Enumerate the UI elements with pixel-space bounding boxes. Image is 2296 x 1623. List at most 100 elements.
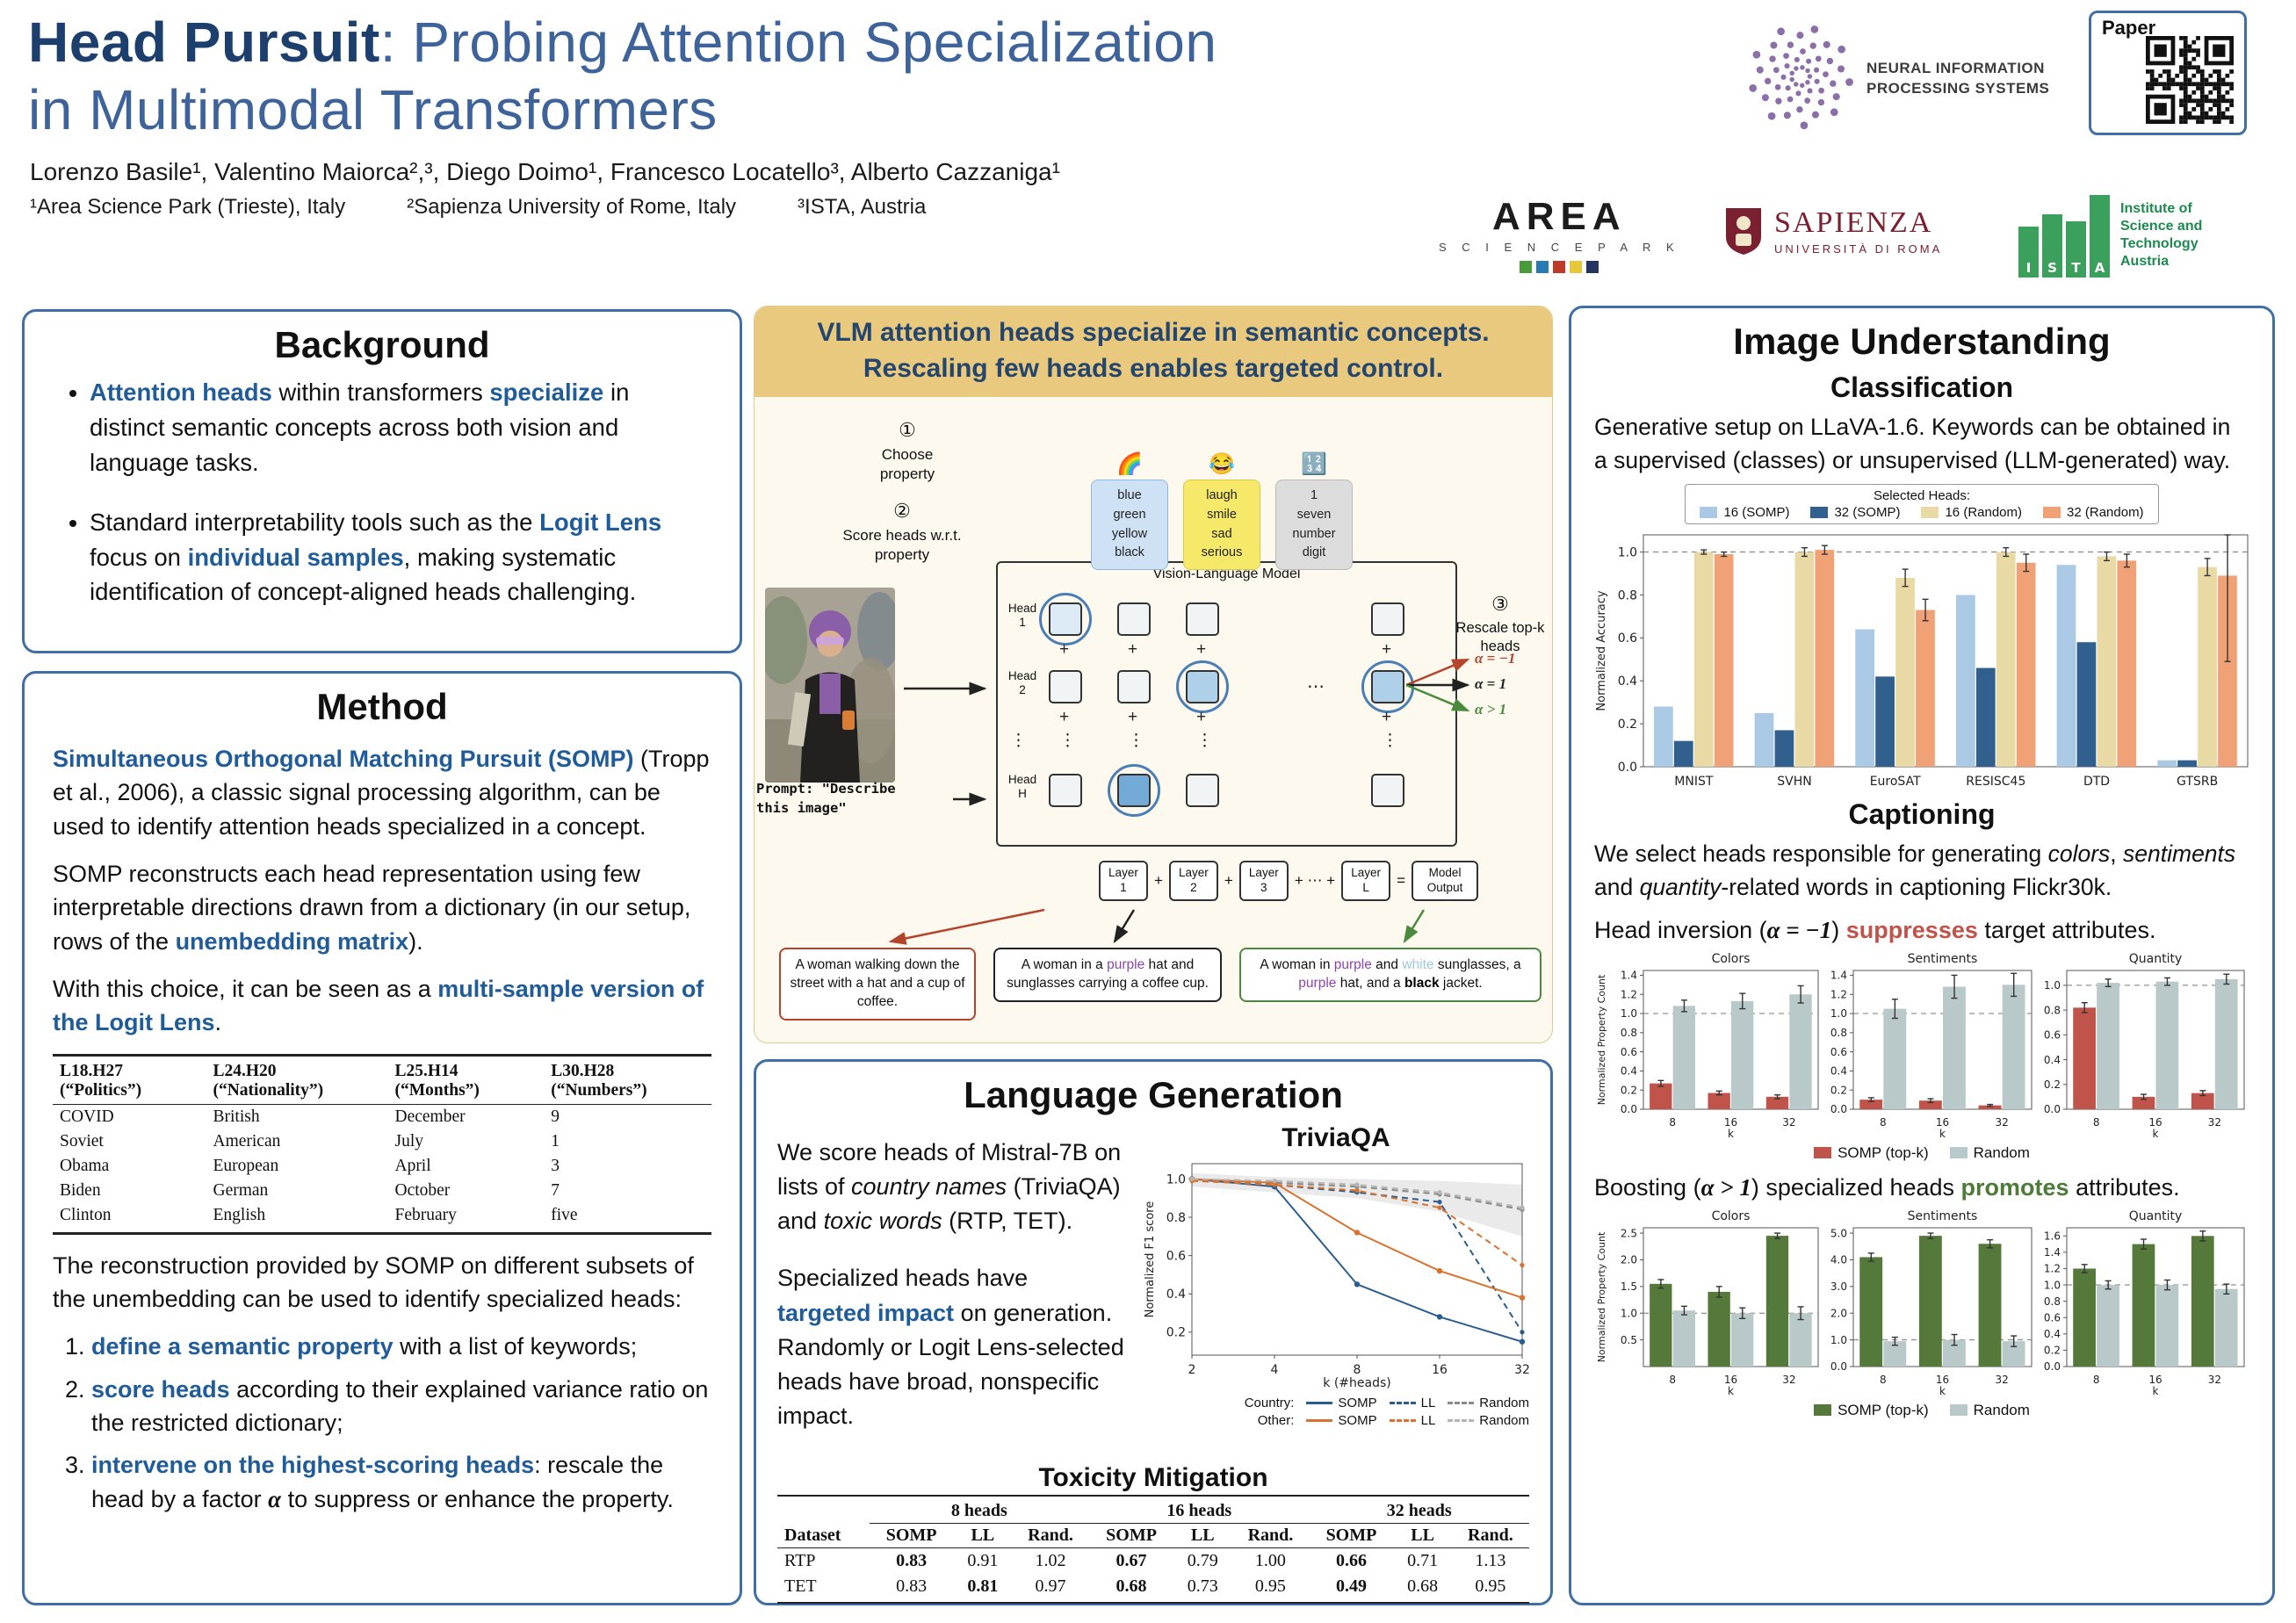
chart-text: k — [1728, 1385, 1734, 1397]
bar — [1918, 1100, 1942, 1109]
chart-text: 32 — [2208, 1374, 2221, 1386]
chart-text: k — [1939, 1385, 1946, 1397]
suppressed-caption-arrow — [888, 908, 1045, 945]
table-cell: April — [394, 1156, 431, 1175]
title-head-pursuit: Head Pursuit — [28, 11, 380, 74]
boosted-caption-arrow — [1403, 909, 1426, 944]
table-cell: 1.02 — [1035, 1551, 1066, 1571]
chart-text: 1.4 — [1830, 969, 1847, 981]
bar — [2076, 642, 2097, 768]
chart-text: 8 — [1669, 1374, 1676, 1386]
chart-text: 0.5 — [1621, 1333, 1637, 1345]
boost-legend: SOMP (top-k)Random — [1594, 1402, 2249, 1419]
chart-text: 0.6 — [1621, 1045, 1637, 1057]
bar — [1765, 1096, 1789, 1109]
layer-sep: + — [1153, 872, 1163, 889]
affiliations-line: ¹Area Science Park (Trieste), Italy ²Sap… — [30, 195, 926, 220]
chart-text: 8 — [1880, 1116, 1887, 1129]
chart-text: 0.4 — [1166, 1288, 1186, 1302]
bar — [1714, 554, 1734, 768]
table-cell: Obama — [60, 1156, 110, 1175]
classification-subtitle: Classification — [1830, 371, 2014, 403]
chart-text: Colors — [1712, 952, 1751, 966]
chart-text: 32 — [2208, 1116, 2221, 1129]
legend-item: SOMP (top-k) — [1814, 1402, 1929, 1419]
bar — [2002, 984, 2025, 1109]
qr-label: Paper — [2102, 17, 2156, 39]
legend-item: 32 (SOMP) — [1810, 505, 1900, 520]
bar — [1789, 1312, 1812, 1367]
step2-label: Score heads w.r.t. property — [842, 526, 962, 563]
method-section: Method Simultaneous Orthogonal Matching … — [22, 671, 742, 1605]
chart-text: S — [2047, 260, 2057, 276]
bar — [2155, 981, 2179, 1109]
overview-diagram-section: VLM attention heads specialize in semant… — [754, 306, 1553, 1043]
bar — [2097, 1284, 2119, 1367]
vlm-plus: + — [1382, 708, 1392, 726]
image-understanding-section: Image Understanding Classification Gener… — [1569, 306, 2275, 1605]
suppress-statement: Head inversion (α = −1) suppresses targe… — [1594, 916, 2156, 943]
card-word: black — [1115, 545, 1144, 560]
background-bullet-2: Standard interpretability tools such as … — [90, 505, 710, 610]
legend-label: LL — [1420, 1396, 1436, 1410]
background-bullet-1: Attention heads within transformers spec… — [90, 375, 710, 480]
bar — [2016, 563, 2036, 768]
chart-text: DTD — [2083, 775, 2110, 789]
step3-number-icon: ③ — [1491, 593, 1509, 615]
language-generation-text: We score heads of Mistral-7B on lists of… — [777, 1123, 1125, 1456]
card-word: blue — [1117, 488, 1142, 502]
line-series — [1191, 1179, 1523, 1266]
bar — [1859, 1099, 1883, 1109]
table-cell: German — [213, 1180, 269, 1200]
card-word: number — [1292, 526, 1336, 541]
bar — [2056, 565, 2076, 768]
card-word: smile — [1207, 507, 1237, 522]
chart-text: k (#heads) — [1323, 1376, 1390, 1390]
table-header: SOMP — [1309, 1523, 1394, 1549]
chart-text: 0.0 — [2044, 1103, 2061, 1115]
boost-statement: Boosting (α > 1) specialized heads promo… — [1594, 1173, 2180, 1201]
chart-text: 2.0 — [1621, 1253, 1637, 1266]
chart-text: 32 — [1782, 1374, 1795, 1386]
area-science-park-logo: AREA S C I E N C E P A R K — [1439, 195, 1680, 273]
chart-text: 0.4 — [1830, 1064, 1847, 1077]
chart-text: 1.0 — [2044, 1279, 2061, 1291]
chart-text: Normalized Property Count — [1596, 1231, 1607, 1362]
rainbow-emoji-icon: 🌈 — [1116, 452, 1143, 476]
bar — [1673, 740, 1693, 768]
table-header: Rand. — [1231, 1523, 1310, 1549]
legend-item: Random — [1448, 1396, 1529, 1410]
bar — [1978, 1243, 2002, 1367]
card-word: seven — [1296, 507, 1332, 522]
step-choose-property: ① Choose property — [858, 418, 957, 484]
attention-head-cell — [1049, 670, 1082, 703]
marker — [1272, 1182, 1277, 1187]
table-cell: 0.68 — [1089, 1574, 1174, 1605]
table-cell: British — [213, 1107, 260, 1126]
legend-label: Random — [1973, 1143, 2030, 1161]
marker — [1354, 1281, 1361, 1288]
chart-text: 1.5 — [1621, 1280, 1637, 1293]
vlm-plus: + — [1196, 708, 1207, 726]
bar — [1672, 1309, 1695, 1367]
bar — [1650, 1083, 1672, 1109]
method-paragraph-somp: Simultaneous Orthogonal Matching Pursuit… — [53, 746, 710, 840]
method-step-define: define a semantic property with a list o… — [91, 1330, 711, 1363]
axes-frame — [1643, 534, 2249, 768]
area-wordmark: AREA — [1491, 195, 1627, 238]
chart-text: 0.6 — [1166, 1250, 1186, 1264]
table-cell: July — [394, 1131, 423, 1151]
table-cell: February — [387, 1202, 545, 1235]
paper-qr-code: Paper — [2089, 11, 2247, 135]
bar — [1859, 1256, 1883, 1367]
table-header: LL — [953, 1523, 1012, 1549]
bar — [1754, 713, 1774, 768]
bar — [2214, 978, 2238, 1109]
